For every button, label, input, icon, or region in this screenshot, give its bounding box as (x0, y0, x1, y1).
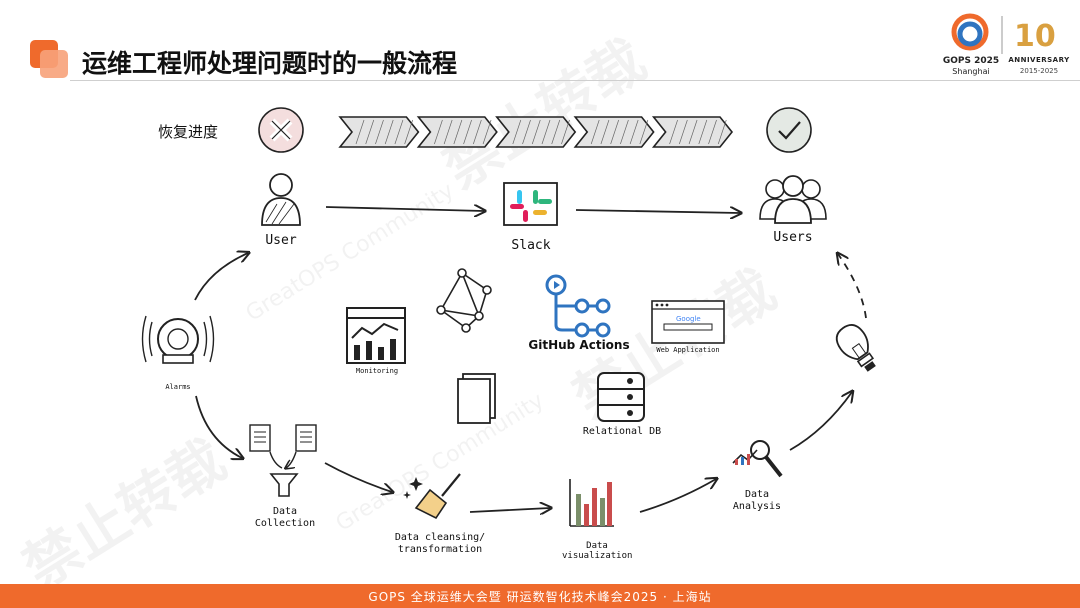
database-icon (597, 372, 645, 422)
gops-swirl-icon: 10 (951, 13, 1056, 54)
node-label-users: Users (773, 230, 813, 245)
progress-chevron-hatch (443, 119, 453, 145)
title-divider (70, 80, 1080, 81)
node-label-data-analysis: Data Analysis (732, 489, 782, 512)
progress-chevron-hatch (590, 119, 600, 145)
anniversary-label: ANNIVERSARY (1008, 56, 1070, 64)
progress-chevron-hatch (610, 119, 619, 145)
footer-text: GOPS 全球运维大会暨 研运数智化技术峰会2025 · 上海站 (368, 590, 712, 604)
progress-chevron-hatch (639, 119, 649, 145)
lightbulb-icon (835, 324, 876, 372)
page-title: 运维工程师处理问题时的一般流程 (82, 49, 458, 78)
web-application-icon: Google (651, 300, 725, 344)
progress-chevron-hatch (600, 119, 610, 145)
progress-chevron-hatch (463, 119, 472, 145)
node-label-user: User (265, 233, 297, 248)
progress-chevron-hatch (522, 119, 531, 145)
progress-chevron-hatch (669, 119, 678, 145)
google-logo-text: Google (676, 315, 701, 323)
progress-chevron-hatch (512, 119, 522, 145)
progress-chevron-hatch (679, 119, 688, 145)
progress-chevron-hatch (434, 119, 443, 145)
progress-label: 恢复进度 (158, 123, 219, 141)
node-label-data-cleansing: Data cleansing/ transformation (394, 532, 486, 555)
progress-chevron-hatch (551, 119, 561, 145)
progress-chevron-hatch (482, 119, 492, 145)
svg-text:10: 10 (1014, 19, 1056, 54)
data-analysis-icon (732, 440, 783, 478)
progress-chevron-hatch (355, 119, 365, 145)
node-label-web-application: Web Application (656, 346, 720, 354)
progress-chevron-hatch (384, 119, 394, 145)
data-collection-icon (249, 424, 317, 497)
gops-name: GOPS 2025 (942, 56, 1000, 66)
progress-chevron-hatch (708, 119, 717, 145)
progress-chevron-hatch (541, 119, 551, 145)
node-label-monitoring: Monitoring (355, 367, 399, 375)
progress-chevron-hatch (365, 119, 375, 145)
progress-chevron-hatch (561, 119, 570, 145)
anniversary-years: 2015-2025 (1019, 67, 1059, 75)
node-label-slack: Slack (511, 238, 551, 253)
documents-icon (457, 373, 496, 424)
progress-chevron-hatch (688, 119, 698, 145)
progress-chevrons (338, 116, 734, 148)
bar-chart-icon (569, 479, 614, 527)
alarm-bell-icon (141, 315, 215, 364)
graph-network-icon (436, 268, 492, 333)
progress-chevron-hatch (473, 119, 482, 145)
node-label-data-collection: Data Collection (254, 506, 316, 529)
node-label-github-actions: GitHub Actions (528, 338, 630, 352)
progress-chevron-hatch (717, 119, 727, 145)
progress-chevron-hatch (698, 119, 708, 145)
gops-city: Shanghai (952, 67, 990, 76)
progress-chevron-hatch (620, 119, 629, 145)
broom-icon (403, 473, 461, 520)
users-icon (759, 175, 827, 224)
slack-icon (503, 182, 558, 226)
user-icon (261, 173, 301, 226)
progress-chevron-hatch (629, 119, 639, 145)
progress-chevron-hatch (531, 119, 541, 145)
github-actions-icon (545, 274, 611, 338)
progress-chevron-hatch (453, 119, 463, 145)
node-label-data-visualization: Data visualization (562, 541, 633, 561)
gops-logo: 10 GOPS 2025 Shanghai ANNIVERSARY 2015-2… (942, 10, 1072, 80)
progress-cross-icon (258, 107, 304, 153)
progress-check-icon (766, 107, 812, 153)
monitoring-dashboard-icon (346, 307, 406, 364)
node-label-relational-db: Relational DB (582, 426, 662, 437)
progress-chevron-hatch (375, 119, 384, 145)
title-mark-icon (30, 40, 68, 78)
footer-bar: GOPS 全球运维大会暨 研运数智化技术峰会2025 · 上海站 (0, 584, 1080, 608)
progress-chevron-hatch (394, 119, 404, 145)
node-label-alarms: Alarms (165, 383, 191, 391)
progress-chevron-hatch (404, 119, 413, 145)
